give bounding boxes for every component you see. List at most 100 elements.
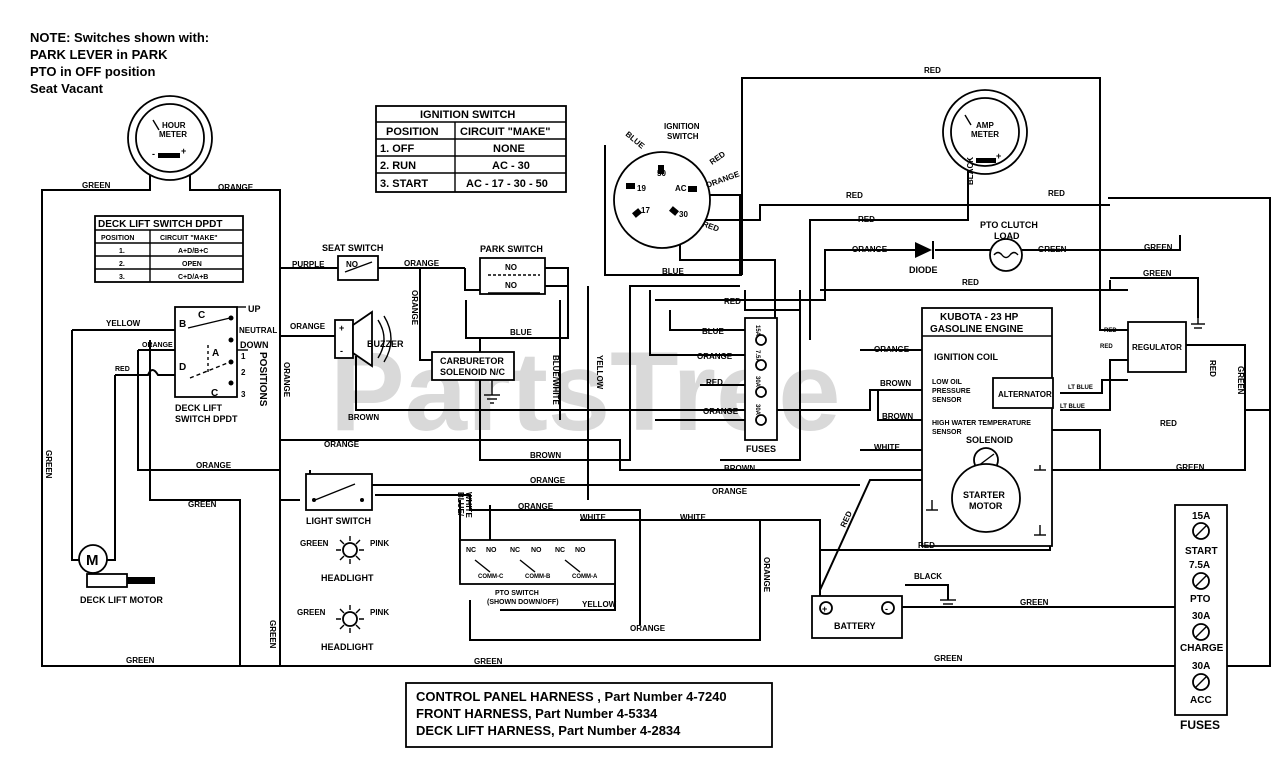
note-line-1: NOTE: Switches shown with: xyxy=(30,30,209,45)
harness-line-3: DECK LIFT HARNESS, Part Number 4-2834 xyxy=(416,723,681,738)
ignition-table-header-1: POSITION xyxy=(386,126,439,138)
battery: + - BATTERY xyxy=(811,595,956,639)
hour-meter-label-1: HOUR xyxy=(162,121,186,130)
diode-label: DIODE xyxy=(909,265,938,275)
fuse-4-name: ACC xyxy=(1190,695,1212,706)
wl-brown-3: BROWN xyxy=(724,464,755,473)
wire-orange-3 xyxy=(375,494,641,625)
wire-red-fuse-2 xyxy=(744,290,800,311)
deck-switch-p3: 3 xyxy=(241,390,246,399)
deck-switch-positions: POSITIONS xyxy=(257,352,268,407)
fuse-1-rating: 15A xyxy=(1192,511,1210,522)
wire-red-ign-2 xyxy=(679,235,776,318)
deck-lift-table: DECK LIFT SWITCH DPDT POSITION CIRCUIT "… xyxy=(94,215,244,283)
wl-blue-4: BLUE xyxy=(702,327,724,336)
wire-blue-brown xyxy=(479,285,740,461)
wl-orange-9: ORANGE xyxy=(530,476,566,485)
note-line-2: PARK LEVER in PARK xyxy=(30,47,168,62)
wire-park-right xyxy=(465,267,569,339)
wl-blue-2: BLUE xyxy=(624,130,647,151)
wl-orange-3: ORANGE xyxy=(196,461,232,470)
note-block: NOTE: Switches shown with: PARK LEVER in… xyxy=(30,30,209,96)
headlight-2-label: HEADLIGHT xyxy=(321,642,374,652)
wl-orange-13: ORANGE xyxy=(762,557,771,593)
deck-row-2-pos: 2. xyxy=(119,261,125,268)
wire-blue-ign xyxy=(604,145,742,276)
pto-clutch-label-1: PTO CLUTCH xyxy=(980,220,1038,230)
deck-lift-switch: B C A D C UP NEUTRAL DOWN 1 2 3 POSITION… xyxy=(174,304,277,424)
wl-yellow-1: YELLOW xyxy=(106,319,141,328)
wl-orange-14: ORANGE xyxy=(705,169,742,190)
deck-switch-p2: 2 xyxy=(241,368,246,377)
deck-switch-down: DOWN xyxy=(240,340,269,350)
harness-line-2: FRONT HARNESS, Part Number 4-5334 xyxy=(416,706,658,721)
wire-fuse-bottom xyxy=(720,290,801,461)
pto-no-1: NO xyxy=(486,547,497,554)
park-switch-label: PARK SWITCH xyxy=(480,244,543,254)
wire-orange-carb xyxy=(419,268,432,361)
hour-meter: HOUR METER - + xyxy=(127,95,213,181)
ignition-row-1-pos: 1. OFF xyxy=(380,143,415,155)
wl-green-3: GREEN xyxy=(188,500,217,509)
wl-green-12: GREEN xyxy=(1143,269,1172,278)
wl-red-1: RED xyxy=(115,366,130,373)
wl-yellow-2: YELLOW xyxy=(595,355,604,390)
note-line-3: PTO in OFF position xyxy=(30,64,155,79)
note-line-4: Seat Vacant xyxy=(30,81,104,96)
wl-red-10: RED xyxy=(706,378,723,387)
ignition-row-2-make: AC - 30 xyxy=(492,160,530,172)
park-switch: PARK SWITCH NO NO xyxy=(479,244,546,295)
seat-switch-label: SEAT SWITCH xyxy=(322,243,383,253)
wl-orange-10: ORANGE xyxy=(518,502,554,511)
wl-green-5: GREEN xyxy=(268,620,277,649)
carb-label-1: CARBURETOR xyxy=(440,356,504,366)
regulator-label: REGULATOR xyxy=(1132,343,1182,352)
wl-red-6: RED xyxy=(846,191,863,200)
wire-red-top xyxy=(741,77,1128,331)
fuse-block-30a-1: 30A xyxy=(754,376,760,388)
diode: DIODE xyxy=(909,241,938,275)
wire-green-bottom xyxy=(42,197,1271,667)
engine-label-1: KUBOTA - 23 HP xyxy=(940,312,1019,323)
wl-orange-1: ORANGE xyxy=(218,183,254,192)
wl-orange-16: ORANGE xyxy=(697,352,733,361)
engine-water-2: SENSOR xyxy=(932,429,962,436)
pto-comm-c: COMM-C xyxy=(478,574,504,580)
deck-row-1-pos: 1. xyxy=(119,248,125,255)
engine: KUBOTA - 23 HP GASOLINE ENGINE IGNITION … xyxy=(921,307,1054,547)
wl-green-4: GREEN xyxy=(126,656,155,665)
ignition-row-1-make: NONE xyxy=(493,143,525,155)
deck-lift-motor: M DECK LIFT MOTOR xyxy=(78,544,163,605)
pto-switch-label-2: (SHOWN DOWN/OFF) xyxy=(487,599,559,606)
ignition-row-2-pos: 2. RUN xyxy=(380,160,416,172)
wire-black-batt xyxy=(905,584,949,600)
headlight-1-label: HEADLIGHT xyxy=(321,573,374,583)
wl-yellow-3: YELLOW xyxy=(582,600,617,609)
headlight-2: HEADLIGHT xyxy=(321,605,374,652)
wire-green-clutch xyxy=(1022,235,1181,251)
deck-switch-c-bottom: C xyxy=(211,388,218,399)
wl-green-2: GREEN xyxy=(44,450,53,479)
pto-nc-1: NC xyxy=(466,547,476,554)
deck-table-title: DECK LIFT SWITCH DPDT xyxy=(98,219,222,230)
wl-blue-1: BLUE xyxy=(510,328,532,337)
regulator: REGULATOR xyxy=(1127,318,1205,373)
fuse-1-name: START xyxy=(1185,546,1218,557)
fuse-block-label: FUSES xyxy=(746,444,776,454)
wl-green-9: GREEN xyxy=(934,654,963,663)
pto-no-3: NO xyxy=(575,547,586,554)
wl-white-1: WHITE xyxy=(580,513,606,522)
ign-t30: 30 xyxy=(679,210,688,219)
fuse-panel-title: FUSES xyxy=(1180,718,1220,732)
wl-orange-18: ORANGE xyxy=(874,345,910,354)
ignition-table-title: IGNITION SWITCH xyxy=(420,109,515,121)
ign-t19: 19 xyxy=(637,184,646,193)
wire-ltblue-2 xyxy=(1060,359,1128,411)
carb-label-2: SOLENOID N/C xyxy=(440,367,506,377)
wl-orange-6: ORANGE xyxy=(290,322,326,331)
wl-red-5: RED xyxy=(1048,189,1065,198)
deck-switch-c-top: C xyxy=(198,310,205,321)
ignition-row-3-pos: 3. START xyxy=(380,178,428,190)
deck-row-3-pos: 3. xyxy=(119,274,125,281)
